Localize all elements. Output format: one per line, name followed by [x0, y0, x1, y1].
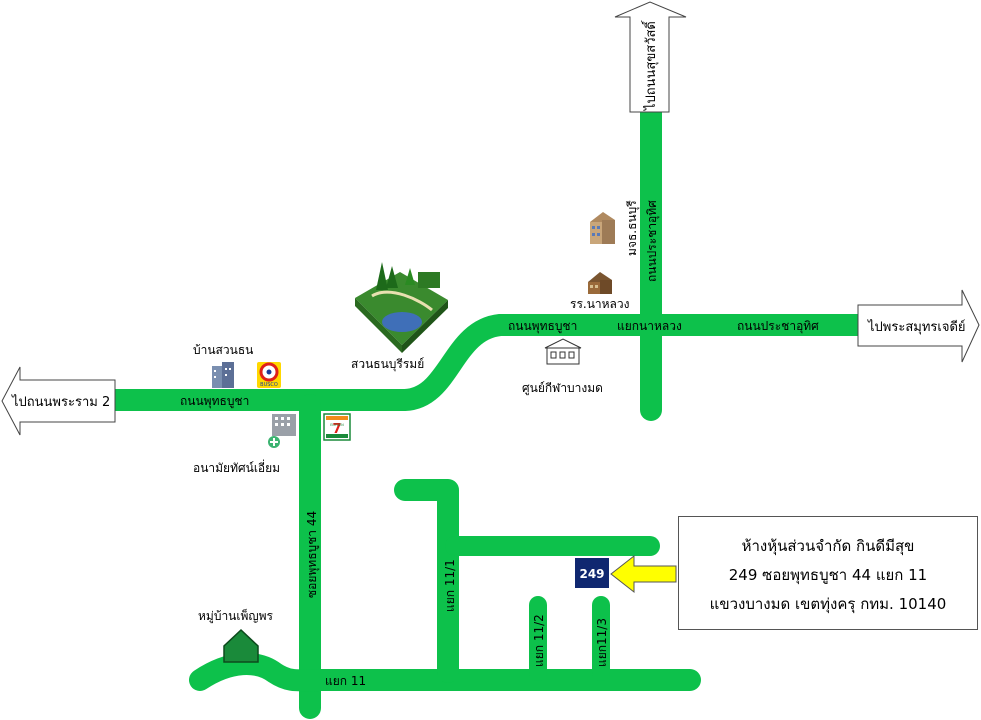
seven-eleven-number: 7	[332, 422, 341, 437]
arrow-top-label: ไปถนนสุขสวัสดิ์	[641, 19, 659, 111]
label-pracha-uthit-horizontal: ถนนประชาอุทิศ	[737, 319, 819, 334]
village-icon	[212, 362, 234, 388]
label-sports-center: ศูนย์กีฬาบางมด	[522, 381, 603, 396]
arrow-left-label: ไปถนนพระราม 2	[11, 394, 110, 410]
label-pracha-uthit-vertical: ถนนประชาอุทิศ	[645, 200, 660, 282]
arrow-left: ไปถนนพระราม 2	[1, 366, 116, 436]
label-park: สวนธนบุรีรมย์	[351, 357, 424, 372]
label-phuttha-bucha-left: ถนนพุทธบูชา	[180, 394, 249, 409]
label-village-thon: บ้านสวนธน	[193, 343, 253, 357]
arrow-right: ไปพระสมุทรเจดีย์	[857, 289, 980, 363]
address-line: 249 ซอยพุทธบูชา 44 แยก 11	[728, 566, 928, 584]
hospital-icon	[268, 414, 296, 448]
university-icon	[590, 212, 615, 244]
road-yaek-11-1	[394, 479, 459, 683]
label-school: รร.นาหลวง	[570, 297, 630, 311]
label-health-center: อนามัยทัศน์เอี่ยม	[193, 459, 280, 475]
seven-eleven-logo: 7 ELEVEN	[323, 413, 351, 441]
label-yaek-11-3: แยก11/3	[595, 618, 609, 667]
label-yaek-11: แยก 11	[325, 674, 366, 688]
label-university: มจธ.ธนบุรี	[625, 200, 640, 256]
label-yaek-11-1: แยก 11/1	[443, 559, 457, 612]
park-icon	[355, 262, 448, 353]
road-yaek-11	[189, 653, 701, 692]
busco-text: BUSCO	[260, 382, 278, 388]
busco-logo: BUSCO	[257, 362, 281, 388]
location-marker: 249	[575, 558, 609, 588]
label-phuttha-bucha-right: ถนนพุทธบูชา	[508, 319, 577, 334]
arrow-top: ไปถนนสุขสวัสดิ์	[614, 1, 687, 113]
marker-number: 249	[579, 567, 604, 581]
district-line: แขวงบางมด เขตทุ่งครุ กทม. 10140	[709, 595, 947, 613]
address-box: ห้างหุ้นส่วนจำกัด กินดีมีสุข 249 ซอยพุทธ…	[678, 516, 978, 630]
road-network	[101, 101, 871, 719]
pointer-arrow	[610, 554, 677, 594]
label-village-phen: หมู่บ้านเพ็ญพร	[198, 608, 274, 624]
school-icon	[588, 272, 612, 294]
house-icon	[223, 628, 259, 663]
label-soi-44: ซอยพุทธบูชา 44	[305, 511, 320, 598]
arrow-right-label: ไปพระสมุทรเจดีย์	[867, 319, 966, 335]
label-junction: แยกนาหลวง	[617, 319, 682, 333]
label-yaek-11-2: แยก 11/2	[532, 614, 546, 667]
seven-eleven-text: ELEVEN	[330, 423, 344, 427]
building-icon	[544, 338, 582, 365]
company-name: ห้างหุ้นส่วนจำกัด กินดีมีสุข	[741, 537, 915, 555]
road-phuttha-bucha	[101, 314, 871, 411]
